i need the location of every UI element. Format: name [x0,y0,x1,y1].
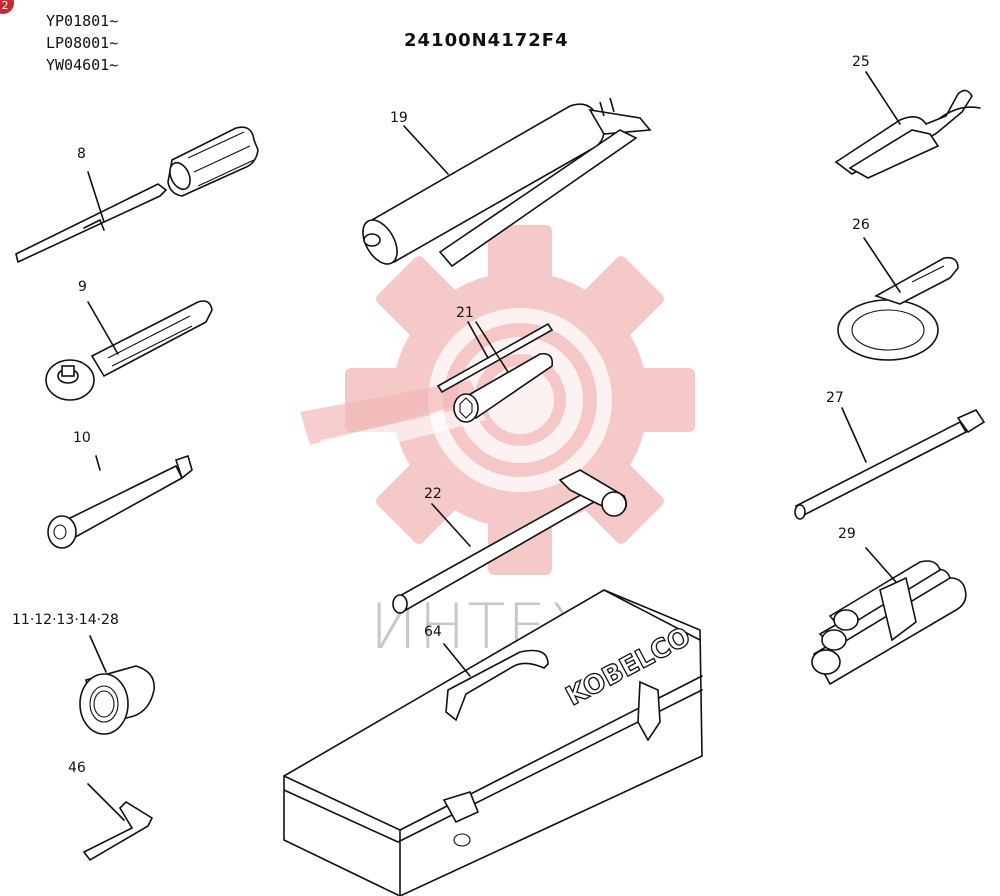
callout-9: 9 [78,279,87,295]
callout-8: 8 [77,146,86,162]
ratchet-handle-icon [45,300,213,401]
screwdriver-icon [15,126,259,263]
serial-range-2: LP08001~ [46,34,119,52]
callout-26: 26 [852,217,870,233]
hex-key-icon [82,783,154,862]
part-code: 24100N4172F4 [404,30,569,51]
callout-10: 10 [73,430,91,446]
grease-gun-icon [362,97,652,268]
callout-29: 29 [838,526,856,542]
callout-27: 27 [826,390,844,406]
extension-bar-icon [47,454,193,549]
callout-46: 46 [68,760,86,776]
box-wrench-icon [436,321,554,423]
callout-21: 21 [456,305,474,321]
page-badge: 2 [0,0,14,14]
pliers-icon [834,71,981,179]
wrench-set-icon [811,547,967,686]
filter-wrench-icon [837,237,959,361]
serial-range-1: YP01801~ [46,12,119,30]
callout-11-28: 11·12·13·14·28 [12,612,119,628]
callout-64: 64 [424,624,442,640]
callout-22: 22 [424,486,442,502]
socket-icon [79,635,155,735]
t-wrench-icon [392,469,628,614]
serial-range-3: YW04601~ [46,56,119,74]
callout-19: 19 [390,110,408,126]
grease-hose-icon [794,407,986,520]
tool-box-icon: KOBELCO [283,589,703,896]
callout-25: 25 [852,54,870,70]
